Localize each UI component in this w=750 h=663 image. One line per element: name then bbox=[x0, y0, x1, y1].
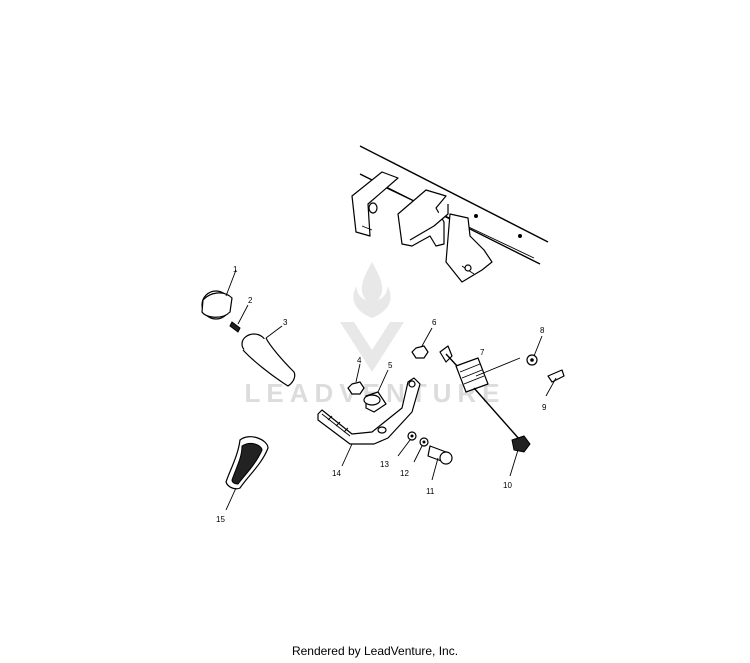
callout-1: 1 bbox=[233, 265, 238, 274]
part-11-bolt bbox=[427, 445, 453, 481]
callout-6: 6 bbox=[432, 318, 437, 327]
part-13-washer bbox=[397, 431, 417, 457]
callout-13: 13 bbox=[380, 460, 389, 469]
callout-5: 5 bbox=[388, 361, 393, 370]
v-logo-icon bbox=[340, 322, 404, 372]
flame-logo-icon bbox=[353, 262, 391, 318]
part-8-washer bbox=[526, 335, 543, 366]
part-12-washer bbox=[413, 437, 429, 463]
callout-14: 14 bbox=[332, 469, 341, 478]
part-6-nut bbox=[411, 327, 433, 359]
callout-7: 7 bbox=[480, 348, 485, 357]
callout-12: 12 bbox=[400, 469, 409, 478]
callout-15: 15 bbox=[216, 515, 225, 524]
part-9-pin bbox=[545, 369, 565, 397]
part-3-grip bbox=[241, 325, 296, 387]
part-1-knob bbox=[201, 269, 237, 320]
part-10-clip bbox=[509, 435, 531, 477]
callout-4: 4 bbox=[357, 356, 362, 365]
part-14-lever bbox=[317, 377, 421, 467]
part-4-nut bbox=[347, 363, 365, 395]
callout-9: 9 bbox=[542, 403, 547, 412]
callout-2: 2 bbox=[248, 296, 253, 305]
callout-3: 3 bbox=[283, 318, 288, 327]
callout-10: 10 bbox=[503, 481, 512, 490]
callout-11: 11 bbox=[426, 487, 435, 496]
part-2-screw bbox=[229, 304, 249, 333]
part-15-pad bbox=[225, 436, 269, 511]
callout-labels: 1 2 3 4 5 6 7 8 9 10 11 12 13 14 15 bbox=[216, 265, 547, 524]
frame-assembly bbox=[351, 145, 549, 283]
part-5-spacer bbox=[363, 369, 389, 413]
part-7-cable bbox=[439, 345, 521, 441]
footer-credit: Rendered by LeadVenture, Inc. bbox=[291, 644, 459, 658]
callout-8: 8 bbox=[540, 326, 545, 335]
